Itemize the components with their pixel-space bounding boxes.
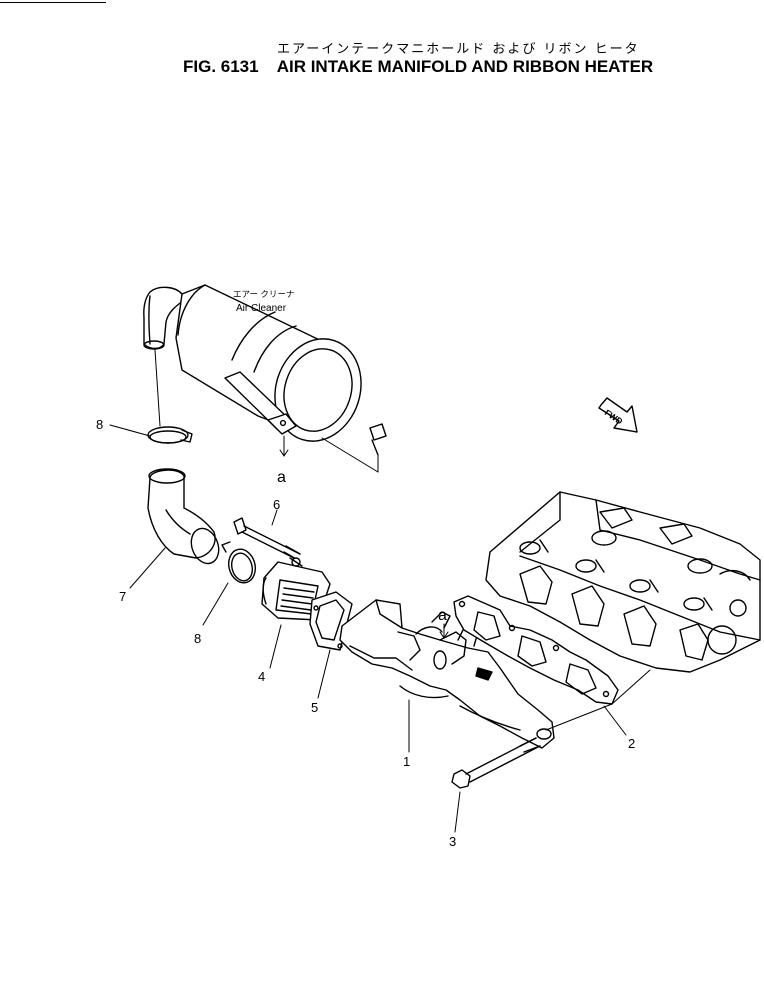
callout-1: 1	[403, 754, 410, 769]
callout-leaders	[109, 424, 627, 833]
hose-clamp-top	[147, 426, 193, 444]
callout-8-bottom: 8	[194, 631, 201, 646]
bolt-3	[451, 737, 541, 789]
hose-clamp-bottom	[221, 541, 257, 584]
air-cleaner-label-jp: エアー クリーナ	[233, 289, 294, 299]
intake-manifold	[339, 599, 555, 749]
title-japanese: エアーインテークマニホールド および リボン ヒータ	[277, 42, 640, 57]
figure-title: FIG. 6131 AIR INTAKE MANIFOLD AND RIBBON…	[183, 57, 653, 77]
callout-3: 3	[449, 834, 456, 849]
callout-8-top: 8	[96, 417, 103, 432]
callout-5: 5	[311, 700, 318, 715]
callout-4: 4	[258, 669, 265, 684]
callout-6: 6	[273, 497, 280, 512]
manifold-gasket	[453, 595, 619, 705]
fwd-arrow-icon: FWD	[598, 397, 638, 433]
cylinder-head	[485, 491, 761, 731]
air-cleaner-assembly	[143, 284, 387, 473]
air-cleaner-label-en: Air Cleaner	[236, 303, 287, 314]
reference-a-bottom: a	[438, 607, 447, 624]
bolt-6	[233, 517, 301, 561]
callout-7: 7	[119, 589, 126, 604]
figure-number: FIG. 6131	[183, 57, 259, 76]
reference-a-top: a	[277, 469, 286, 486]
elbow-hose	[147, 468, 220, 565]
callout-2: 2	[628, 736, 635, 751]
top-rule-line	[0, 2, 106, 3]
figure-title-text: AIR INTAKE MANIFOLD AND RIBBON HEATER	[276, 57, 654, 76]
